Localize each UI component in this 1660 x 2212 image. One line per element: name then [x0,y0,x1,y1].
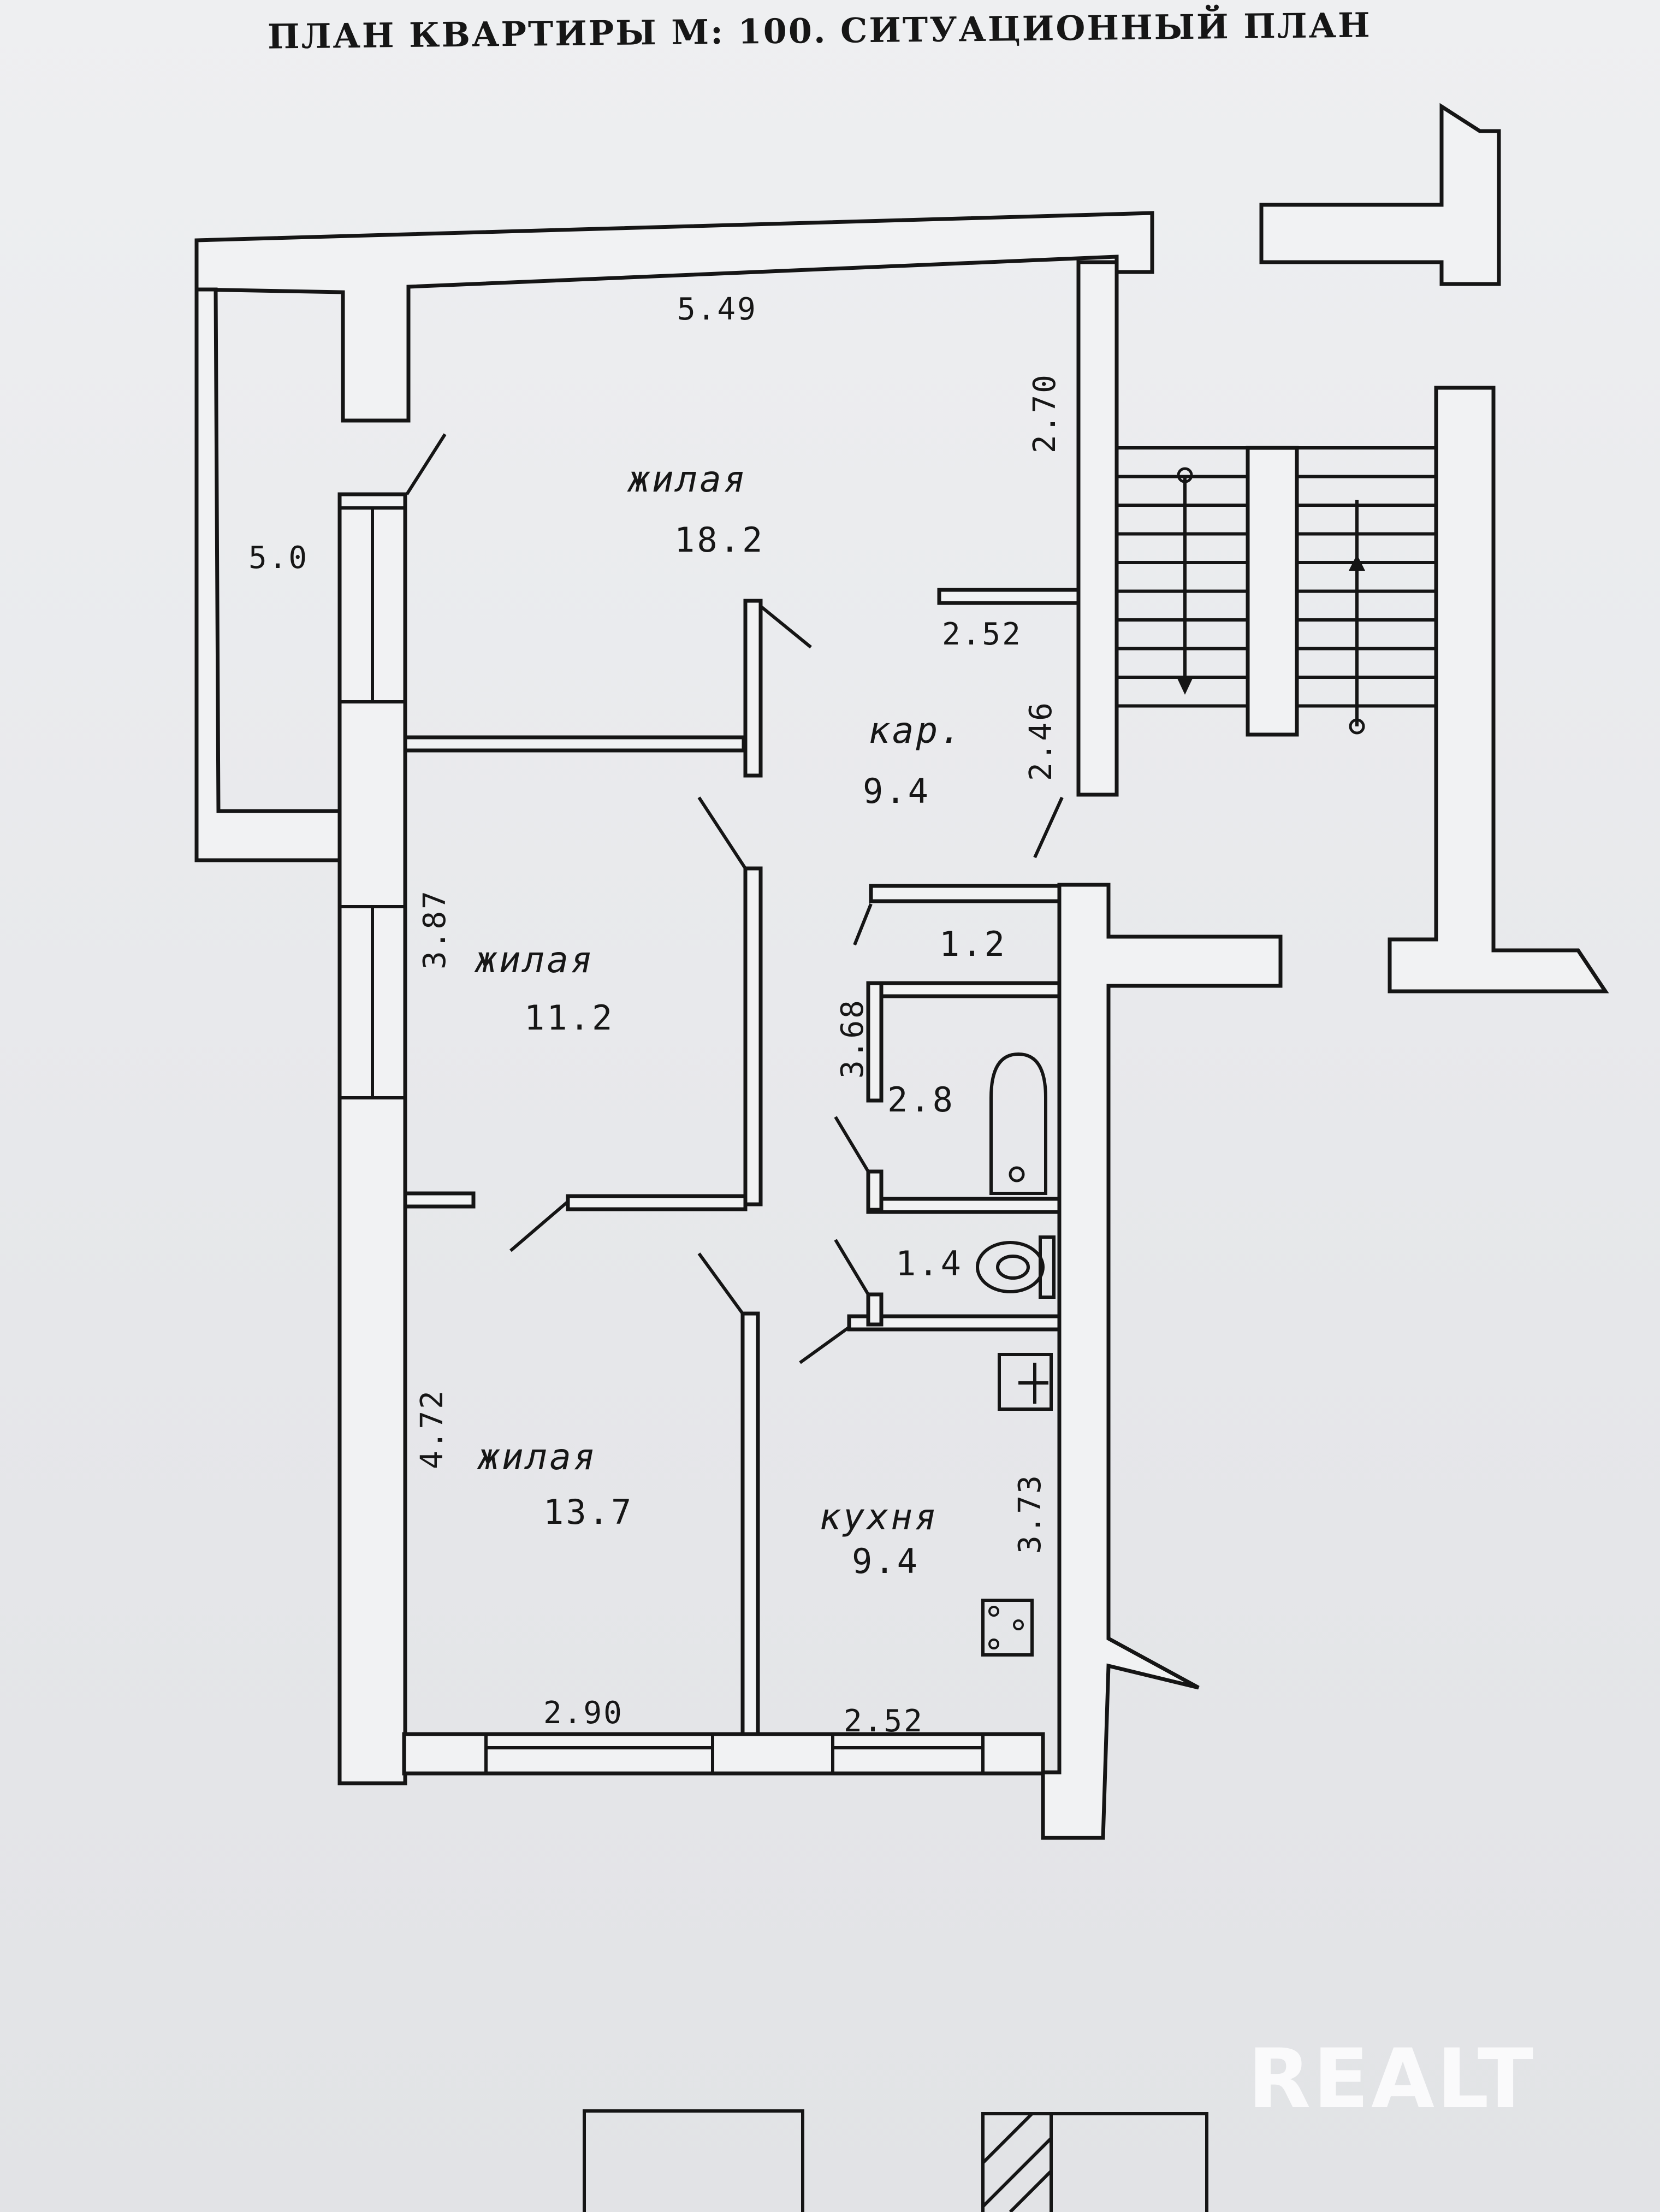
partition [403,1191,476,1209]
partition [866,981,884,1103]
dim-left-mid: 3.87 [417,889,453,969]
door-swing [697,796,747,870]
dim-balcony-length: 5.0 [248,540,309,576]
dim-bottom-right: 2.52 [844,1704,924,1739]
door-swing [760,605,812,649]
door-swing [1033,796,1064,859]
dim-corridor-width: 2.52 [942,617,1022,652]
door-swing [405,433,447,495]
room-area-living-1: 18.2 [674,520,764,560]
stove-burner [988,1606,999,1617]
room-area-small: 1.2 [939,924,1007,964]
dim-right-upper: 2.70 [1027,373,1063,453]
left-wall [337,492,407,1785]
door-swing [509,1200,569,1252]
hatch-line [1009,2169,1053,2212]
room-label-living-2: жилая [474,939,595,981]
hatch-line [981,2137,1053,2208]
room-label-living-1: жилая [627,458,748,500]
right-wall-lower [1041,883,1283,1840]
partitions [403,433,1081,1736]
bathtub [989,1052,1047,1195]
room-label-corridor: кар. [868,709,964,752]
fixtures [976,1052,1056,1657]
door-swing [799,1326,850,1364]
room-labels: жилая 18.2 кар. 9.4 жилая 11.2 1.2 2.8 1… [474,458,1007,1581]
stair-dot [1349,718,1365,735]
stove-burner [1013,1619,1024,1630]
partition [403,735,746,753]
door-swing [834,1239,870,1296]
stair-dot [1177,467,1193,483]
right-wall-upper [1076,260,1119,797]
room-label-living-3: жилая [477,1436,597,1478]
partition [866,1292,884,1327]
dim-left-lower: 4.72 [414,1389,450,1469]
bath-top-wall [869,884,1062,903]
dim-bottom-left: 2.90 [543,1695,624,1731]
partition [743,599,763,778]
hatch-line [981,2112,1034,2164]
stove [981,1599,1034,1657]
door-swing [834,1116,870,1173]
dim-top-width: 5.49 [677,292,757,327]
partition [866,1169,884,1212]
walls [194,211,1283,1840]
room-area-living-3: 13.7 [543,1492,633,1532]
top-wall [194,211,1154,423]
staircase [1117,103,1609,993]
partition [743,866,763,1206]
partition [847,1314,1062,1332]
dim-corridor-height: 2.46 [1023,701,1059,781]
room-area-kitchen: 9.4 [852,1541,920,1581]
stair-wall-right [1388,386,1609,993]
bottom-wall [402,1732,1045,1776]
toilet-bowl [976,1241,1045,1293]
stair-arrowhead [1177,677,1193,695]
partition [866,1197,1062,1214]
toilet-seat [996,1255,1030,1280]
stair-landing-divider [1246,446,1299,737]
realt-watermark: REALT [1248,2032,1536,2127]
hatching [981,2112,1053,2212]
bathtub-drain [1009,1166,1025,1182]
stair-wall-top [1259,103,1501,286]
door-swing [853,903,873,946]
dim-bath-height: 3.68 [835,998,870,1079]
partition [937,588,1081,605]
dimension-labels: 5.49 5.0 2.70 2.52 2.46 3.87 3.68 4.72 3… [248,292,1063,1739]
dim-kitchen-height: 3.73 [1012,1474,1048,1554]
room-area-corridor: 9.4 [863,771,930,811]
room-area-wc: 1.4 [896,1244,963,1284]
room-label-kitchen: кухня [819,1496,939,1538]
stair-arrowhead [1349,554,1365,571]
situation-plan-fragments [583,2109,1208,2212]
situation-block [583,2109,804,2212]
room-area-living-2: 11.2 [524,998,614,1038]
kitchen-sink [998,1353,1053,1411]
partition [866,981,1062,998]
partition [740,1311,760,1736]
room-area-bath: 2.8 [887,1080,955,1120]
partition [566,1194,748,1211]
stove-burner [988,1639,999,1649]
toilet-tank [1039,1235,1056,1299]
stair-steps [1117,446,1436,708]
door-swing [697,1252,744,1315]
